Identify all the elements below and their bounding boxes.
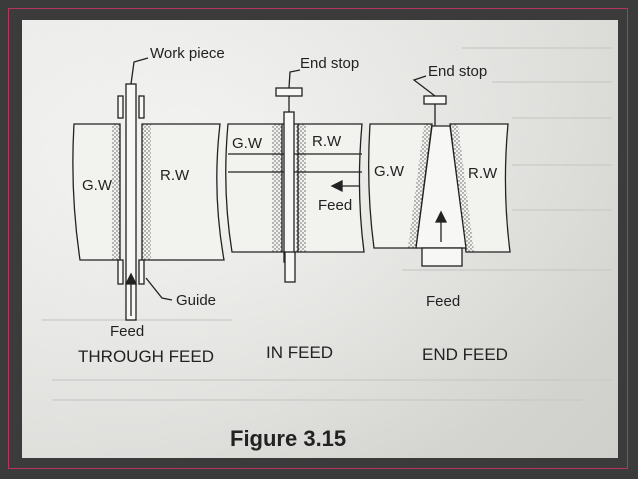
label-rw-through: R.W	[160, 167, 190, 184]
label-rw-end: R.W	[468, 165, 498, 182]
end-feed-diagram	[368, 75, 511, 267]
label-feed-through: Feed	[110, 323, 144, 340]
label-guide: Guide	[176, 292, 216, 309]
in-feed-wheels	[225, 123, 365, 253]
end-stop-2-leader	[412, 75, 436, 97]
guide-leader	[145, 277, 173, 301]
in-feed-shaft	[284, 251, 296, 283]
background-print	[42, 47, 612, 401]
regulating-wheel-through	[141, 123, 225, 261]
label-feed-end: Feed	[426, 293, 460, 310]
book-page: Work piece G.W R.W Guide Feed THROUGH FE…	[22, 20, 618, 458]
label-gw-in: G.W	[232, 135, 263, 152]
guide-top-right	[138, 95, 145, 119]
label-feed-in: Feed	[318, 197, 352, 214]
figure-caption: Figure 3.15	[230, 426, 346, 451]
centreless-grinding-diagram: Work piece G.W R.W Guide Feed THROUGH FE…	[42, 45, 612, 451]
tapered-work-piece	[415, 125, 467, 249]
guide-bottom-left	[117, 259, 124, 285]
slide-border	[8, 8, 628, 469]
label-end-stop-2: End stop	[428, 63, 487, 80]
label-end-stop-1: End stop	[300, 55, 359, 72]
label-gw-through: G.W	[82, 177, 113, 194]
label-work-piece: Work piece	[150, 45, 225, 62]
caption-end-feed: END FEED	[422, 345, 508, 364]
guide-bottom-right	[138, 259, 145, 285]
caption-in-feed: IN FEED	[266, 343, 333, 362]
end-feed-stand	[421, 247, 463, 267]
through-feed-diagram	[72, 57, 225, 321]
in-feed-diagram	[225, 69, 365, 283]
end-stop-1-leader	[288, 69, 301, 89]
work-piece-leader	[130, 57, 149, 85]
label-rw-in: R.W	[312, 133, 342, 150]
caption-through-feed: THROUGH FEED	[78, 347, 214, 366]
grinding-wheel-through	[72, 123, 121, 261]
label-gw-end: G.W	[374, 163, 405, 180]
end-stop-1	[275, 87, 303, 97]
in-feed-work-piece	[283, 111, 295, 263]
end-stop-2	[423, 95, 447, 105]
guide-top-left	[117, 95, 124, 119]
